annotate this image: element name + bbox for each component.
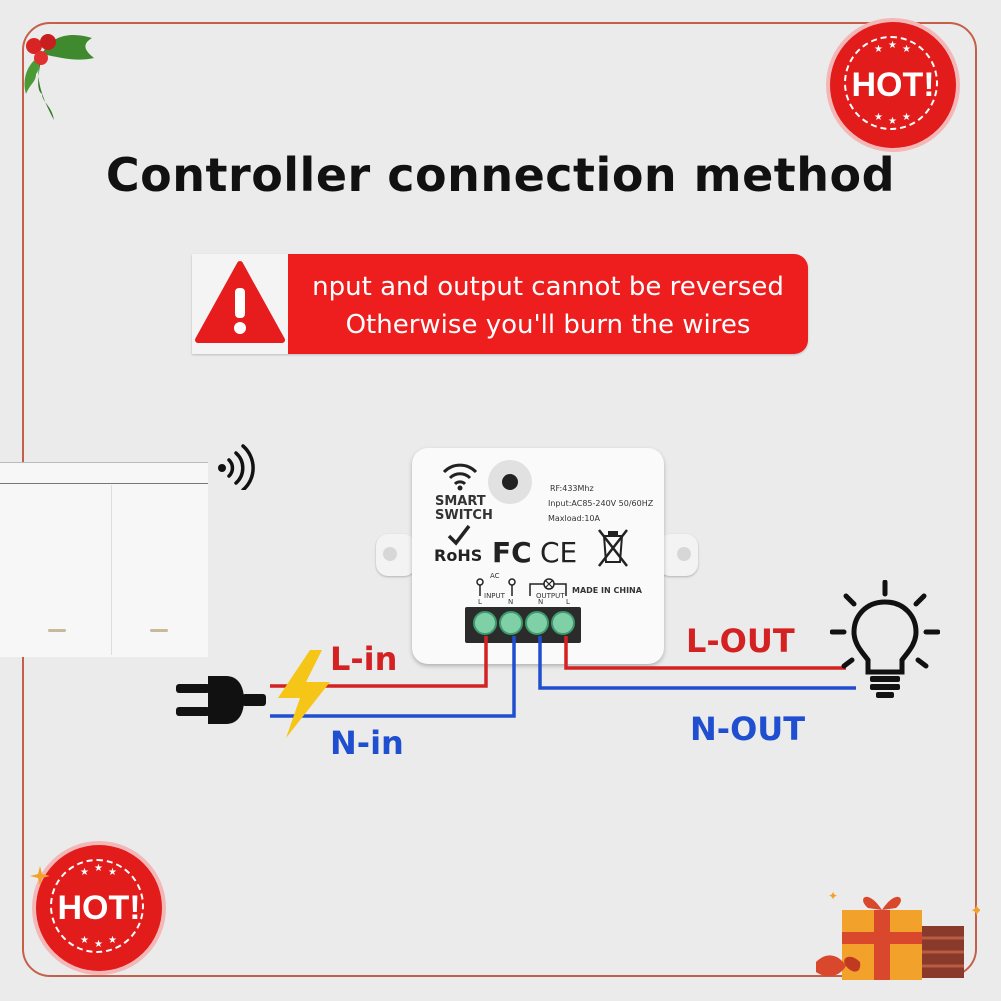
output-label: OUTPUT [536, 592, 565, 600]
svg-text:✦: ✦ [970, 901, 980, 920]
fcc-mark: FC [492, 536, 532, 569]
brand-line-2: SWITCH [435, 508, 493, 523]
warning-banner: nput and output cannot be reversed Other… [192, 254, 808, 354]
label-l-out: L-OUT [686, 622, 795, 660]
spec-rf: RF:433Mhz [550, 484, 594, 493]
weee-bin-icon [598, 529, 628, 567]
terminal-block [465, 607, 581, 643]
hot-badge-label: HOT! [57, 889, 141, 927]
spec-input: Input:AC85-240V 50/60HZ [548, 499, 654, 508]
pairing-button[interactable] [488, 460, 532, 504]
terminal-screw-l-in[interactable] [473, 611, 497, 635]
holly-decoration [24, 34, 94, 120]
rohs-mark: RoHS [434, 546, 483, 565]
terminal-screw-l-out[interactable] [551, 611, 575, 635]
warning-line-1: nput and output cannot be reversed [312, 272, 784, 302]
light-bulb-icon [830, 580, 940, 698]
page-title: Controller connection method [105, 148, 896, 202]
warning-line-2: Otherwise you'll burn the wires [345, 310, 751, 340]
gift-box-decoration: ✦ ✦ [816, 889, 980, 980]
wire-n-in [270, 636, 516, 718]
mounting-ear-left [376, 534, 416, 576]
mounting-ear-right [658, 534, 698, 576]
wireless-wall-switch [0, 462, 208, 657]
input-label: INPUT [484, 592, 505, 600]
terminal-label-1: L [478, 598, 482, 606]
checkmark-icon [447, 524, 471, 546]
wire-n-out [538, 636, 856, 690]
input-output-bracket-icon [476, 578, 567, 596]
warning-triangle-icon [195, 261, 285, 343]
spec-maxload: Maxload:10A [548, 514, 600, 523]
terminal-label-3: N [538, 598, 544, 606]
label-n-out: N-OUT [690, 710, 806, 748]
ac-label: AC [490, 572, 500, 580]
wireless-signal-icon [218, 444, 255, 490]
wifi-icon [442, 463, 478, 491]
terminal-label-4: L [566, 598, 570, 606]
wire-l-in [270, 636, 488, 688]
terminal-screw-n-in[interactable] [499, 611, 523, 635]
power-plug-icon [176, 676, 266, 724]
label-l-in: L-in [330, 640, 398, 678]
svg-text:✦: ✦ [828, 889, 838, 903]
terminal-label-2: N [508, 598, 514, 606]
hot-badge-label: HOT! [851, 66, 935, 104]
ce-mark: CE [540, 536, 578, 569]
lightning-bolt-icon [278, 650, 330, 738]
terminal-screw-n-out[interactable] [525, 611, 549, 635]
wire-l-out [564, 636, 846, 670]
hot-badge-bottom: ★★★ ★★★ HOT! [36, 845, 162, 971]
hot-badge-top: ★★★ ★★★ HOT! [830, 22, 956, 148]
label-n-in: N-in [330, 724, 404, 762]
made-in-label: MADE IN CHINA [572, 586, 642, 595]
warning-icon-box [192, 254, 288, 354]
brand-line-1: SMART [435, 494, 486, 509]
sparkle-icon [30, 866, 50, 886]
